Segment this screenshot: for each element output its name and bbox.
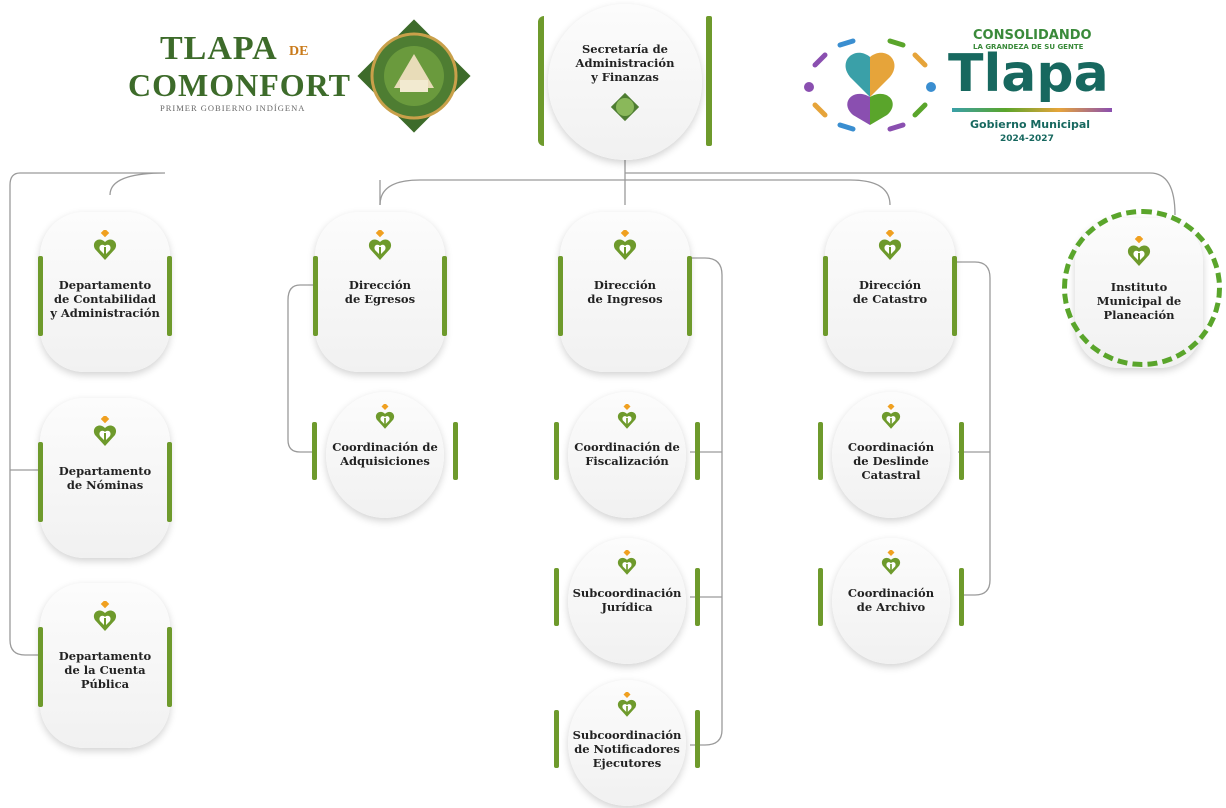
heart-leaf-emblem-icon xyxy=(375,404,395,429)
node-coord-adquisiciones: Coordinación de Adquisiciones xyxy=(312,392,458,518)
node-shell xyxy=(560,212,690,372)
node-label: Subcoordinación de Notificadores Ejecuto… xyxy=(572,728,682,770)
node-accent-bar-left xyxy=(38,627,43,707)
node-label: Dirección de Ingresos xyxy=(587,278,663,306)
node-accent-bar-left xyxy=(312,422,317,480)
logo-tlapa-city: Tlapa xyxy=(948,44,1109,104)
node-label: Coordinación de Deslinde Catastral xyxy=(847,440,935,482)
node-shell xyxy=(832,392,950,518)
node-direccion-egresos: Dirección de Egresos xyxy=(313,212,447,372)
highlight-ring xyxy=(1062,209,1222,367)
heart-leaf-emblem-icon xyxy=(881,550,901,575)
node-accent-bar-left xyxy=(823,256,828,336)
node-coord-archivo: Coordinación de Archivo xyxy=(818,538,964,664)
node-accent-bar-right xyxy=(695,568,700,626)
logo-de-word: DE xyxy=(289,44,309,59)
tlapa-heart-icon xyxy=(804,38,936,132)
node-accent-bar-left xyxy=(818,568,823,626)
municipal-seal-icon xyxy=(357,19,471,133)
node-accent-bar-right xyxy=(167,627,172,707)
node-shell xyxy=(40,398,170,558)
logo-grandeza: LA GRANDEZA DE SU GENTE xyxy=(973,43,1084,51)
logo-period: 2024-2027 xyxy=(1000,134,1054,144)
logo-gobierno: Gobierno Municipal xyxy=(970,118,1091,131)
heart-leaf-emblem-icon xyxy=(617,404,637,429)
node-accent-bar-left xyxy=(558,256,563,336)
node-label: Departamento de Nóminas xyxy=(58,464,152,492)
node-label: Subcoordinación Jurídica xyxy=(572,586,682,614)
heart-leaf-emblem-icon xyxy=(93,601,117,631)
connector-far-right xyxy=(625,172,1176,216)
node-label: Coordinación de Adquisiciones xyxy=(332,440,438,468)
node-secretaria: Secretaría de Administración y Finanzas xyxy=(538,4,712,160)
node-accent-bar-left xyxy=(554,422,559,480)
connector-top-right xyxy=(379,179,891,206)
node-label: Dirección de Egresos xyxy=(344,278,416,306)
logo-tlapa-word: TLAPA xyxy=(160,30,278,67)
heart-leaf-emblem-icon xyxy=(617,550,637,575)
node-accent-bar-right xyxy=(959,422,964,480)
heart-leaf-emblem-icon xyxy=(613,230,637,260)
node-label: Departamento de Contabilidad y Administr… xyxy=(50,278,160,320)
node-accent-bar-left xyxy=(818,422,823,480)
node-coord-fiscalizacion: Coordinación de Fiscalización xyxy=(554,392,700,518)
heart-leaf-emblem-icon xyxy=(93,230,117,260)
node-accent-bar-right xyxy=(167,256,172,336)
node-accent-bar-left xyxy=(554,710,559,768)
node-subcoord-notificadores: Subcoordinación de Notificadores Ejecuto… xyxy=(554,680,700,806)
node-accent-bar-left xyxy=(38,256,43,336)
node-coord-deslinde: Coordinación de Deslinde Catastral xyxy=(818,392,964,518)
node-depto-contabilidad: Departamento de Contabilidad y Administr… xyxy=(38,212,172,372)
node-label: Secretaría de Administración y Finanzas xyxy=(575,42,675,84)
logo-tagline: PRIMER GOBIERNO INDÍGENA xyxy=(160,103,306,113)
node-subcoord-juridica: Subcoordinación Jurídica xyxy=(554,538,700,664)
node-accent-bar-left xyxy=(38,442,43,522)
node-accent-bar-right xyxy=(959,568,964,626)
node-accent-bar-right xyxy=(695,422,700,480)
logo-comonfort-word: COMONFORT xyxy=(128,67,351,103)
connector-root-span xyxy=(380,180,890,205)
node-label: Departamento de la Cuenta Pública xyxy=(58,649,152,691)
node-shell xyxy=(326,392,444,518)
node-depto-cuenta-publica: Departamento de la Cuenta Pública xyxy=(38,583,172,748)
node-accent-bar-right xyxy=(687,256,692,336)
node-label: Dirección de Catastro xyxy=(852,278,928,306)
node-label: Coordinación de Fiscalización xyxy=(574,440,680,468)
node-accent-bar-left xyxy=(554,568,559,626)
node-shell xyxy=(40,583,170,748)
node-shell xyxy=(568,392,686,518)
node-shell xyxy=(825,212,955,372)
node-shell xyxy=(40,212,170,372)
logo-consolidando: CONSOLIDANDO xyxy=(973,28,1092,43)
heart-leaf-emblem-icon xyxy=(878,230,902,260)
heart-leaf-emblem-icon xyxy=(617,692,637,717)
node-accent-bar-right xyxy=(167,442,172,522)
node-accent-bar-left xyxy=(313,256,318,336)
node-direccion-catastro: Dirección de Catastro xyxy=(823,212,957,372)
node-direccion-ingresos: Dirección de Ingresos xyxy=(558,212,692,372)
node-accent-bar-right xyxy=(442,256,447,336)
node-shell xyxy=(568,680,686,806)
node-shell xyxy=(315,212,445,372)
node-depto-nominas: Departamento de Nóminas xyxy=(38,398,172,558)
heart-leaf-emblem-icon xyxy=(368,230,392,260)
logo-color-stripe xyxy=(952,108,1112,112)
node-accent-bar-right xyxy=(952,256,957,336)
node-shell xyxy=(832,538,950,664)
node-label: Coordinación de Archivo xyxy=(847,586,935,614)
node-accent-bar-right xyxy=(453,422,458,480)
connector-top-left xyxy=(40,172,166,196)
node-accent-bar-right xyxy=(695,710,700,768)
heart-leaf-emblem-icon xyxy=(881,404,901,429)
node-shell xyxy=(568,538,686,664)
heart-leaf-emblem-icon xyxy=(93,416,117,446)
secretaria-seal-icon xyxy=(610,92,640,122)
